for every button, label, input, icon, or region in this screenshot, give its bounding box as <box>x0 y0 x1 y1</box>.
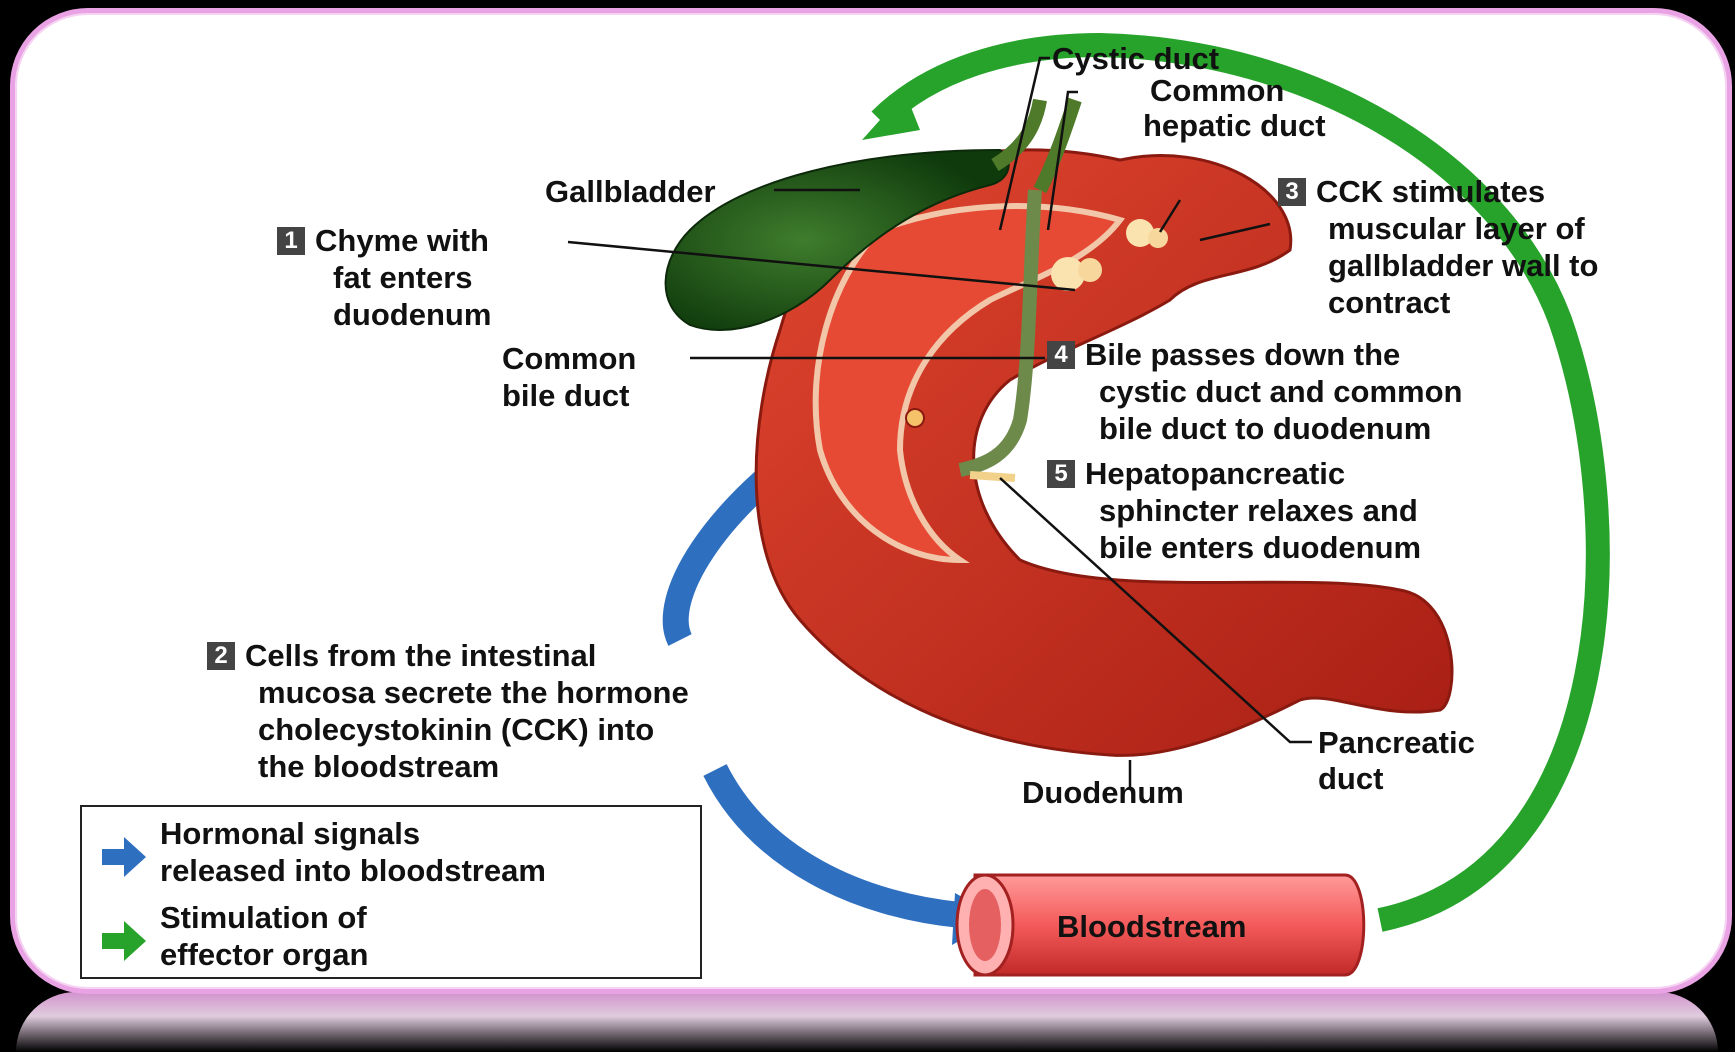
step-3-line3: gallbladder wall to <box>1328 248 1598 283</box>
step-2-line1: Cells from the intestinal <box>245 638 596 673</box>
step-4-number: 4 <box>1047 341 1075 369</box>
pancreatic-duct <box>970 475 1015 478</box>
step-2-line4: the bloodstream <box>258 749 499 784</box>
step-3-number: 3 <box>1278 178 1306 206</box>
step-2-line2: mucosa secrete the hormone <box>258 675 689 710</box>
blue-arrow-icon <box>100 833 148 881</box>
step-2-line3: cholecystokinin (CCK) into <box>258 712 654 747</box>
label-gallbladder: Gallbladder <box>545 173 716 210</box>
step-4-line2: cystic duct and common <box>1099 374 1462 409</box>
legend-hormonal-line1: Hormonal signals <box>160 815 546 852</box>
step-5-line2: sphincter relaxes and <box>1099 493 1418 528</box>
step-5-number: 5 <box>1047 460 1075 488</box>
label-common-bile-duct-line2: bile duct <box>502 377 629 414</box>
hormonal-arrow-arc-lower <box>715 770 960 915</box>
step-1-line1: Chyme with <box>315 223 489 258</box>
step-3-line4: contract <box>1328 285 1450 320</box>
step-1: 1 Chyme with fat enters duodenum <box>277 222 491 333</box>
step-4-line3: bile duct to duodenum <box>1099 411 1431 446</box>
step-5-line1: Hepatopancreatic <box>1085 456 1345 491</box>
step-1-number: 1 <box>277 227 305 255</box>
legend-hormonal-line2: released into bloodstream <box>160 852 546 889</box>
step-4-line1: Bile passes down the <box>1085 337 1400 372</box>
legend: Hormonal signals released into bloodstre… <box>80 805 702 979</box>
fat-globule-4 <box>1148 228 1168 248</box>
step-3-line2: muscular layer of <box>1328 211 1585 246</box>
green-arrow-icon <box>100 917 148 965</box>
label-pancreatic-duct-line1: Pancreatic <box>1318 724 1475 761</box>
label-duodenum: Duodenum <box>1022 774 1184 811</box>
label-pancreatic-duct-line2: duct <box>1318 760 1383 797</box>
step-2: 2 Cells from the intestinal mucosa secret… <box>207 637 689 785</box>
step-1-line2: fat enters <box>333 260 473 295</box>
fat-globule-2 <box>1078 258 1102 282</box>
papilla <box>906 409 924 427</box>
step-3-line1: CCK stimulates <box>1316 174 1545 209</box>
legend-item-hormonal: Hormonal signals released into bloodstre… <box>100 815 546 889</box>
legend-stimulation-line1: Stimulation of <box>160 899 368 936</box>
step-4: 4 Bile passes down the cystic duct and co… <box>1047 336 1462 447</box>
label-common-hepatic-duct-line2: hepatic duct <box>1143 107 1326 144</box>
step-3: 3 CCK stimulates muscular layer of gallbl… <box>1278 173 1598 321</box>
label-common-bile-duct-line1: Common <box>502 340 636 377</box>
label-bloodstream: Bloodstream <box>1057 908 1246 945</box>
step-5-line3: bile enters duodenum <box>1099 530 1421 565</box>
step-1-line3: duodenum <box>333 297 491 332</box>
step-2-number: 2 <box>207 642 235 670</box>
legend-item-stimulation: Stimulation of effector organ <box>100 899 368 973</box>
legend-stimulation-line2: effector organ <box>160 936 368 973</box>
label-common-hepatic-duct-line1: Common <box>1150 72 1284 109</box>
